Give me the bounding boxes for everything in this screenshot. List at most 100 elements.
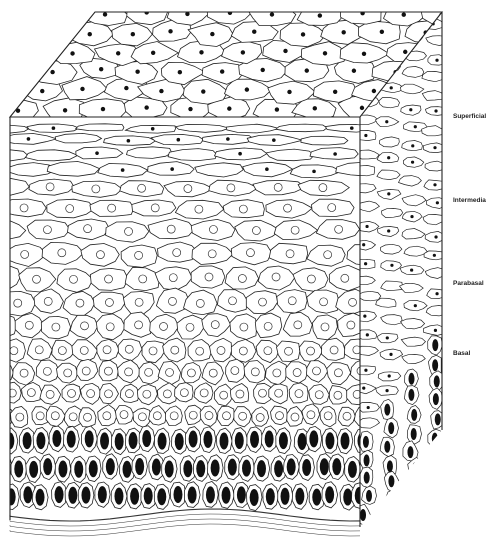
pyknotic-nucleus — [283, 49, 287, 53]
pyknotic-nucleus — [151, 127, 155, 131]
vesicular-nucleus — [145, 368, 153, 376]
nucleus-dot — [363, 315, 366, 318]
pyknotic-nucleus — [252, 29, 256, 33]
basal-nucleus — [237, 486, 246, 503]
vesicular-nucleus — [251, 368, 259, 376]
epithelial-cell — [126, 125, 176, 133]
pyknotic-nucleus — [88, 32, 92, 36]
pyknotic-nucleus — [99, 67, 103, 71]
pyknotic-nucleus — [341, 30, 345, 34]
side-cell — [360, 525, 373, 539]
side-cell — [402, 66, 424, 77]
basal-nucleus — [388, 475, 394, 487]
basal-nucleus — [158, 433, 167, 450]
basal-nucleus — [274, 460, 283, 477]
basal-nucleus — [389, 495, 395, 507]
vesicular-nucleus — [217, 346, 225, 354]
nucleus-dot — [414, 304, 417, 307]
basal-nucleus — [235, 432, 244, 449]
vesicular-nucleus — [252, 227, 260, 235]
cross-section-front-face — [0, 124, 384, 511]
vesicular-nucleus — [167, 225, 175, 233]
basal-nucleus — [196, 460, 205, 477]
side-cell — [399, 176, 422, 187]
basal-nucleus — [129, 432, 138, 449]
pyknotic-nucleus — [227, 106, 231, 110]
vesicular-nucleus — [151, 204, 159, 212]
basal-nucleus — [366, 490, 372, 502]
vesicular-nucleus — [334, 369, 342, 377]
basal-nucleus — [23, 432, 32, 449]
basal-nucleus — [411, 409, 417, 421]
basal-nucleus — [206, 486, 215, 503]
vesicular-nucleus — [324, 251, 332, 259]
vesicular-nucleus — [294, 321, 302, 329]
vesicular-nucleus — [285, 347, 293, 355]
basal-nucleus — [14, 461, 23, 478]
vesicular-nucleus — [211, 321, 219, 329]
basal-nucleus — [175, 433, 184, 450]
basal-nucleus — [384, 404, 390, 416]
vesicular-nucleus — [264, 347, 272, 355]
pyknotic-nucleus — [3, 127, 7, 131]
vesicular-nucleus — [324, 412, 332, 420]
side-cell — [376, 298, 396, 307]
basal-nucleus — [432, 359, 438, 371]
nucleus-dot — [434, 109, 437, 112]
side-cell — [426, 36, 450, 46]
pyknotic-nucleus — [70, 51, 74, 55]
vesicular-nucleus — [231, 367, 239, 375]
vesicular-nucleus — [187, 369, 195, 377]
basal-nucleus — [114, 488, 123, 505]
vesicular-nucleus — [103, 412, 111, 420]
basal-nucleus — [360, 509, 366, 521]
pyknotic-nucleus — [63, 108, 67, 112]
side-cell — [431, 447, 445, 467]
pyknotic-nucleus — [333, 90, 337, 94]
basal-nucleus — [295, 488, 304, 505]
pyknotic-nucleus — [305, 68, 309, 72]
vesicular-nucleus — [58, 347, 66, 355]
vesicular-nucleus — [227, 184, 235, 192]
epithelial-cell — [290, 165, 341, 178]
vesicular-nucleus — [36, 412, 44, 420]
basal-nucleus — [332, 458, 341, 475]
basal-nucleus — [219, 432, 228, 449]
nucleus-dot — [411, 144, 414, 147]
basal-nucleus — [364, 454, 370, 466]
nucleus-dot — [385, 389, 388, 392]
vesicular-nucleus — [284, 204, 292, 212]
pyknotic-nucleus — [116, 51, 120, 55]
pyknotic-nucleus — [168, 29, 172, 33]
vesicular-nucleus — [84, 225, 92, 233]
vesicular-nucleus — [307, 275, 315, 283]
vesicular-nucleus — [239, 347, 247, 355]
vesicular-nucleus — [64, 369, 72, 377]
basal-nucleus — [387, 460, 393, 472]
basal-nucleus — [387, 513, 393, 525]
side-cell — [400, 283, 424, 292]
pyknotic-nucleus — [270, 12, 274, 16]
pyknotic-nucleus — [80, 87, 84, 91]
pyknotic-nucleus — [323, 51, 327, 55]
pyknotic-nucleus — [199, 50, 203, 54]
vesicular-nucleus — [169, 274, 177, 282]
squame-cell — [183, 79, 228, 104]
vesicular-nucleus — [108, 204, 116, 212]
basal-nucleus — [52, 430, 61, 447]
vesicular-nucleus — [274, 183, 282, 191]
vesicular-nucleus — [0, 227, 8, 235]
vesicular-nucleus — [125, 227, 133, 235]
vesicular-nucleus — [330, 346, 338, 354]
basal-nucleus — [348, 461, 357, 478]
vesicular-nucleus — [69, 275, 77, 283]
vesicular-nucleus — [0, 413, 8, 421]
vesicular-nucleus — [343, 412, 351, 420]
vesicular-nucleus — [293, 369, 301, 377]
basal-nucleus — [281, 488, 290, 505]
basal-nucleus — [388, 422, 394, 434]
basal-nucleus — [68, 487, 77, 504]
vesicular-nucleus — [92, 185, 100, 193]
vesicular-nucleus — [205, 412, 213, 420]
basal-nucleus — [309, 430, 318, 447]
